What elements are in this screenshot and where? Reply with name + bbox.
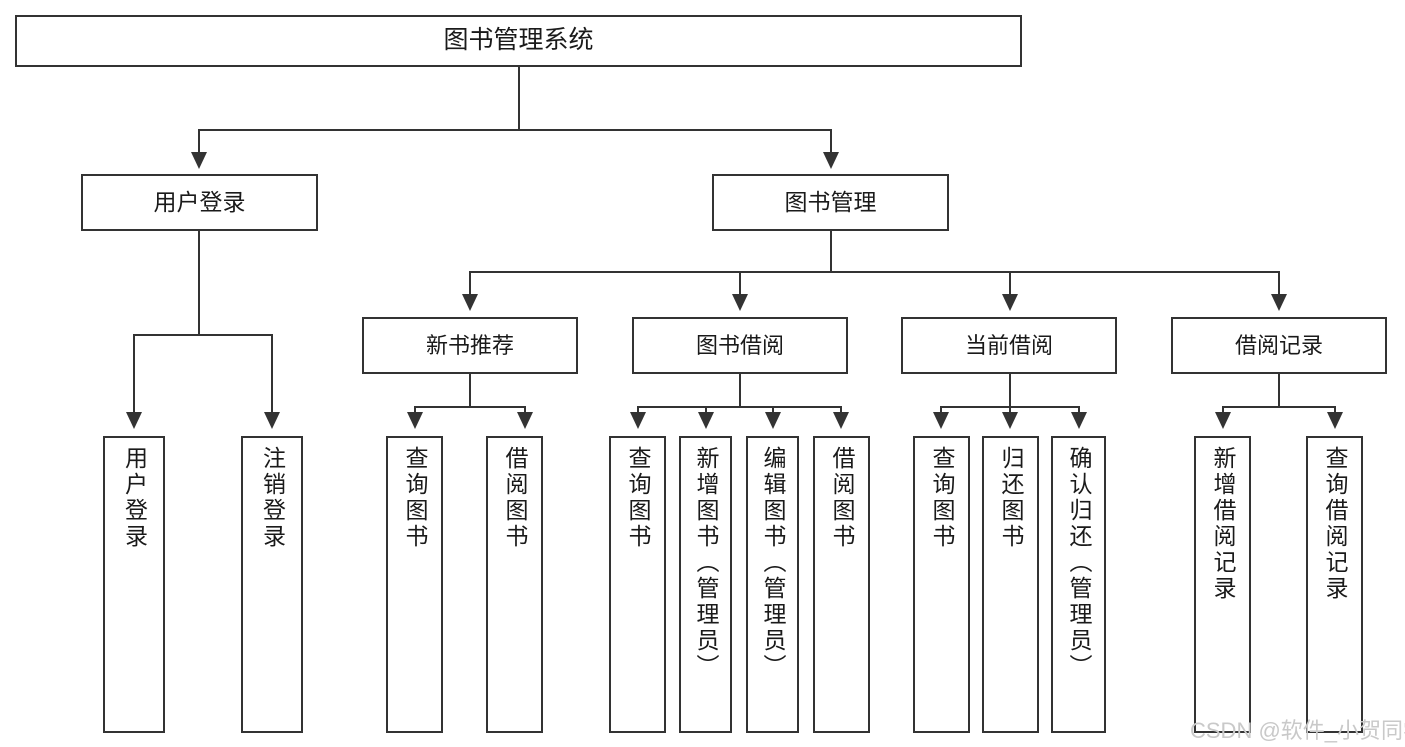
node-book-management[interactable]: 图书管理 [712, 174, 949, 231]
node-label: 查询借阅记录 [1322, 446, 1348, 602]
arrowhead-new-book-recommend [462, 294, 478, 311]
node-label: 新增借阅记录 [1210, 446, 1236, 602]
connector-borrow-records-drop-2 [1334, 406, 1336, 414]
arrowhead-leaf-add-record [1215, 412, 1231, 429]
connector-book-borrow-stem [739, 374, 741, 407]
connector-borrow-records-bar [1222, 406, 1335, 408]
connector-current-borrow-drop-1 [940, 406, 942, 414]
arrowhead-leaf-query-record [1327, 412, 1343, 429]
node-label: 借阅图书 [502, 446, 528, 550]
arrowhead-leaf-add-book [698, 412, 714, 429]
connector-root-bar [198, 129, 832, 131]
leaf-query-book-borrow[interactable]: 查询图书 [609, 436, 666, 733]
connector-book-borrow-bar [637, 406, 841, 408]
arrowhead-book-borrow [732, 294, 748, 311]
arrowhead-leaf-edit-book [765, 412, 781, 429]
connector-current-borrow-drop-2 [1009, 406, 1011, 414]
connector-book-borrow-drop-2 [705, 406, 707, 414]
node-book-borrow[interactable]: 图书借阅 [632, 317, 848, 374]
arrowhead-leaf-query-book-c [933, 412, 949, 429]
connector-book-manage-bar [469, 271, 1278, 273]
arrowhead-user-login [191, 152, 207, 169]
connector-user-login-bar [133, 334, 272, 336]
connector-user-login-drop-1 [133, 334, 135, 414]
arrowhead-leaf-borrow-book-a [517, 412, 533, 429]
arrowhead-leaf-user-login [126, 412, 142, 429]
connector-book-manage-drop-4 [1278, 271, 1280, 297]
connector-root-to-book-manage [830, 129, 832, 155]
connector-root-to-user-login [198, 129, 200, 155]
connector-user-login-stem [198, 231, 200, 335]
connector-current-borrow-stem [1009, 374, 1011, 407]
node-user-login[interactable]: 用户登录 [81, 174, 318, 231]
node-label: 查询图书 [402, 446, 428, 550]
leaf-query-borrow-record[interactable]: 查询借阅记录 [1306, 436, 1363, 733]
node-label: 查询图书 [929, 446, 955, 550]
arrowhead-leaf-confirm-return [1071, 412, 1087, 429]
connector-book-borrow-drop-3 [772, 406, 774, 414]
leaf-query-book-recommend[interactable]: 查询图书 [386, 436, 443, 733]
connector-new-book-stem [469, 374, 471, 407]
arrowhead-leaf-return-book [1002, 412, 1018, 429]
connector-new-book-bar [414, 406, 525, 408]
leaf-add-borrow-record[interactable]: 新增借阅记录 [1194, 436, 1251, 733]
connector-new-book-drop-2 [524, 406, 526, 414]
connector-book-borrow-drop-1 [637, 406, 639, 414]
node-new-book-recommend[interactable]: 新书推荐 [362, 317, 578, 374]
arrowhead-leaf-query-book-b [630, 412, 646, 429]
connector-root-stem [518, 67, 520, 130]
leaf-borrow-book-recommend[interactable]: 借阅图书 [486, 436, 543, 733]
node-label: 借阅图书 [829, 446, 855, 550]
leaf-user-login[interactable]: 用户登录 [103, 436, 165, 733]
connector-borrow-records-stem [1278, 374, 1280, 407]
leaf-borrow-book[interactable]: 借阅图书 [813, 436, 870, 733]
connector-book-borrow-drop-4 [840, 406, 842, 414]
node-current-borrow[interactable]: 当前借阅 [901, 317, 1117, 374]
leaf-confirm-return-admin[interactable]: 确认归还（管理员） [1051, 436, 1106, 733]
leaf-logout[interactable]: 注销登录 [241, 436, 303, 733]
node-label: 图书管理系统 [443, 26, 594, 55]
arrowhead-leaf-logout [264, 412, 280, 429]
arrowhead-borrow-records [1271, 294, 1287, 311]
connector-book-manage-drop-2 [739, 271, 741, 297]
leaf-return-book[interactable]: 归还图书 [982, 436, 1039, 733]
arrowhead-leaf-query-book-a [407, 412, 423, 429]
connector-borrow-records-drop-1 [1222, 406, 1224, 414]
node-label: 新增图书（管理员） [693, 446, 719, 680]
node-label: 编辑图书（管理员） [760, 446, 786, 680]
node-borrow-records[interactable]: 借阅记录 [1171, 317, 1387, 374]
arrowhead-current-borrow [1002, 294, 1018, 311]
node-label: 用户登录 [121, 446, 148, 550]
connector-current-borrow-drop-3 [1078, 406, 1080, 414]
arrowhead-leaf-borrow-book-b [833, 412, 849, 429]
leaf-query-book-current[interactable]: 查询图书 [913, 436, 970, 733]
node-label: 图书借阅 [695, 332, 784, 358]
leaf-edit-book-admin[interactable]: 编辑图书（管理员） [746, 436, 799, 733]
node-label: 归还图书 [998, 446, 1024, 550]
node-label: 新书推荐 [425, 332, 514, 358]
node-label: 借阅记录 [1234, 332, 1323, 358]
arrowhead-book-manage [823, 152, 839, 169]
connector-book-manage-stem [830, 231, 832, 272]
node-label: 图书管理 [784, 188, 877, 215]
node-label: 用户登录 [153, 188, 246, 215]
connector-book-manage-drop-3 [1009, 271, 1011, 297]
connector-user-login-drop-2 [271, 334, 273, 414]
node-label: 当前借阅 [964, 332, 1053, 358]
node-label: 注销登录 [259, 446, 286, 550]
node-label: 确认归还（管理员） [1066, 446, 1092, 680]
connector-book-manage-drop-1 [469, 271, 471, 297]
node-root-system[interactable]: 图书管理系统 [15, 15, 1022, 67]
node-label: 查询图书 [625, 446, 651, 550]
connector-new-book-drop-1 [414, 406, 416, 414]
leaf-add-book-admin[interactable]: 新增图书（管理员） [679, 436, 732, 733]
